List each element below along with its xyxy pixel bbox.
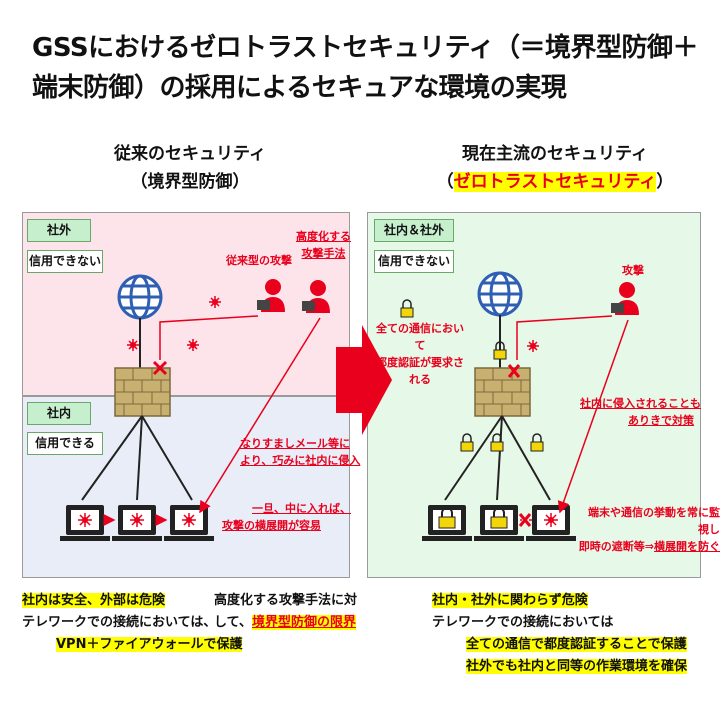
virus-icon-zt-outside [527, 340, 539, 352]
lock-icon [490, 433, 504, 452]
right-bottom-line4: 社外でも社内と同等の作業環境を確保 [466, 659, 688, 674]
phishing-line2: より、巧みに社内に侵入 [240, 454, 361, 467]
lock-icon [493, 341, 507, 360]
old-attack-path [159, 315, 259, 360]
lan-lines-left [81, 415, 193, 501]
advanced-attack-arrow [199, 317, 321, 514]
internet-globe-icon-right [477, 271, 523, 317]
lock-icon [438, 507, 456, 529]
zero-trust-label: ゼロトラストセキュリティ [453, 172, 657, 192]
right-bottom-text: 社内・社外に関わらず危険 テレワークでの接続においては 全ての通信で都度認証する… [432, 590, 688, 678]
right-heading-line1: 現在主流のセキュリティ [462, 144, 648, 164]
virus-icon [130, 513, 144, 527]
auth-label: 全ての通信において 都度認証が要求される [372, 320, 468, 388]
limit-text: 高度化する攻撃手法に対 して、境界型防御の限界 [214, 590, 357, 634]
auth-line1: 全ての通信において [376, 322, 464, 352]
page-title: GSSにおけるゼロトラストセキュリティ（＝境界型防御＋端末防御）の採用によるセキ… [32, 33, 699, 103]
virus-icon [182, 513, 196, 527]
attacker-icon-right [611, 282, 639, 315]
right-bottom-line2: テレワークでの接続においては [432, 615, 614, 630]
zt-sub-tag: 信用できない [374, 250, 454, 273]
paren-open: （ [436, 172, 454, 192]
left-bottom-line1: 社内は安全、外部は危険 [22, 593, 166, 608]
lock-icon [400, 299, 414, 318]
outside-tag: 社外 [27, 219, 91, 242]
inside-sub-tag: 信用できる [27, 432, 103, 455]
virus-icons-left [78, 513, 196, 527]
virus-icon [209, 296, 221, 308]
lateral-label: 一旦、中に入れば、 攻撃の横展開が容易 [222, 500, 351, 534]
phishing-label: なりすましメール等に より、巧みに社内に侵入 [240, 435, 360, 469]
right-heading-line2: （ゼロトラストセキュリティ） [430, 168, 680, 196]
firewall-icon-left [114, 367, 171, 417]
assume-breach-label: 社内に侵入されることも ありきで対策 [580, 395, 701, 429]
old-attack-label: 従来型の攻撃 [226, 254, 292, 267]
blocked-x-icon-lateral [518, 513, 532, 527]
attacker-icon-old [257, 279, 285, 312]
outside-zone [22, 212, 350, 396]
right-bottom-line1: 社内・社外に関わらず危険 [432, 593, 588, 608]
zt-tag: 社内＆社外 [374, 219, 454, 242]
virus-icon [187, 339, 199, 351]
monitor-label: 端末や通信の挙動を常に監視し 即時の遮断等⇒横展開を防ぐ [578, 504, 720, 555]
lock-icons-links [400, 299, 544, 452]
zt-attack-path [516, 315, 613, 360]
lateral-line2: 攻撃の横展開が容易 [222, 519, 321, 532]
outside-sub-tag: 信用できない [27, 250, 103, 273]
inside-zone [22, 396, 350, 578]
pc-icon [60, 505, 110, 541]
advanced-attack-label: 高度化する 攻撃手法 [296, 228, 351, 262]
advanced-attack-line2: 攻撃手法 [301, 247, 346, 260]
virus-icons-outside-left [127, 296, 221, 351]
limit-line2a: して、 [214, 615, 252, 630]
monitor-line2a: 即時の遮断等⇒ [578, 540, 654, 553]
zt-attack-arrow [557, 319, 629, 514]
left-heading-line2: （境界型防御） [130, 172, 250, 192]
lan-lines-right [444, 415, 551, 501]
advanced-attack-line1: 高度化する [296, 230, 351, 243]
lateral-line1: 一旦、中に入れば、 [252, 502, 351, 515]
limit-line2b: 境界型防御の限界 [251, 615, 356, 630]
lock-icons-pc [438, 507, 508, 529]
monitor-line1: 端末や通信の挙動を常に監視し [588, 506, 720, 536]
monitor-line2b: 横展開を防ぐ [654, 540, 720, 553]
left-heading: 従来のセキュリティ （境界型防御） [90, 140, 290, 196]
left-bottom-line3: VPN＋ファイアウォールで保護 [56, 637, 243, 652]
left-heading-line1: 従来のセキュリティ [114, 144, 266, 164]
zt-attack-label: 攻撃 [622, 264, 644, 277]
virus-icon [127, 339, 139, 351]
phishing-line1: なりすましメール等に [240, 437, 350, 450]
lock-icon [530, 433, 544, 452]
blocked-x-icon-right [507, 364, 521, 378]
blocked-x-icon-left [152, 360, 168, 376]
paren-close: ） [656, 172, 674, 192]
firewall-icon-right [474, 367, 531, 417]
virus-icon [78, 513, 92, 527]
inside-tag: 社内 [27, 402, 91, 425]
virus-icon-zt-pc [544, 513, 558, 527]
left-bottom-line2: テレワークでの接続においては、 [22, 615, 217, 630]
lock-icon [490, 507, 508, 529]
right-heading: 現在主流のセキュリティ （ゼロトラストセキュリティ） [430, 140, 680, 196]
assume-line1: 社内に侵入されることも [580, 397, 701, 410]
assume-line2: ありきで対策 [628, 414, 694, 427]
internet-globe-icon-left [117, 274, 163, 320]
left-bottom-text: 社内は安全、外部は危険 テレワークでの接続においては、 VPN＋ファイアウォール… [22, 590, 243, 656]
lock-icon [460, 433, 474, 452]
limit-line1: 高度化する攻撃手法に対 [214, 593, 358, 608]
right-bottom-line3: 全ての通信で都度認証することで保護 [466, 637, 687, 652]
attacker-icon-advanced [302, 280, 330, 313]
auth-line2: 都度認証が要求される [376, 356, 464, 386]
transition-arrow-icon [336, 325, 392, 435]
